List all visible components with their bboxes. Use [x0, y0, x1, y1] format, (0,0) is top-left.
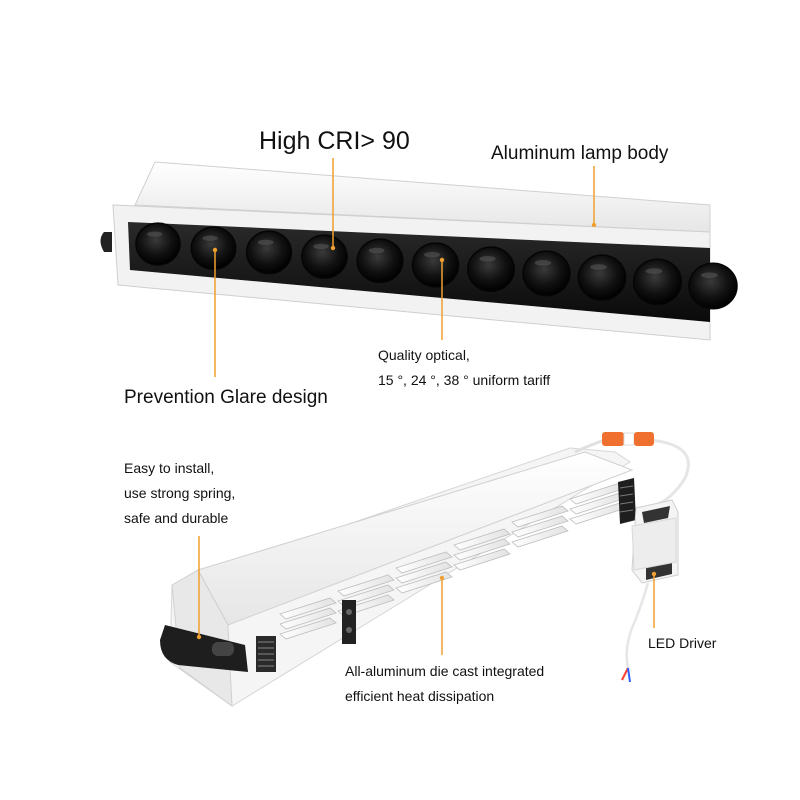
lens-highlight — [534, 260, 552, 266]
heat-sink-fin — [453, 548, 511, 571]
quality-optical-line-2: 15 °, 24 °, 38 ° uniform tariff — [378, 372, 551, 388]
lens-highlight — [147, 231, 163, 237]
top-lamp — [100, 161, 738, 341]
heat-sink-fin — [279, 617, 337, 640]
heat-dissipation-label: All-aluminum die cast integrated efficie… — [345, 659, 544, 709]
heat-sink-fin — [279, 607, 337, 630]
easy-install-line-1: Easy to install, — [124, 460, 215, 476]
leader-lines — [198, 158, 655, 655]
lens-highlight — [368, 247, 385, 254]
lens-hole — [411, 242, 460, 288]
lens-highlight — [645, 268, 663, 274]
heat-sink-fins — [279, 482, 627, 640]
lens-hole — [522, 250, 571, 297]
lens-hole — [577, 254, 627, 301]
heat-sink-fin — [337, 574, 395, 597]
heat-sink-fin — [453, 528, 511, 551]
connector — [602, 432, 654, 446]
left-clip — [100, 232, 112, 252]
lens-hole — [190, 226, 237, 271]
lens-highlight — [202, 235, 218, 241]
lens-highlight — [257, 239, 274, 246]
heat-sink-fin — [453, 538, 511, 561]
heat-sink-fin — [395, 561, 453, 584]
lens-highlight — [590, 264, 607, 270]
heat-sink-fin — [511, 515, 569, 538]
lens-hole — [245, 230, 293, 275]
middle-bracket — [342, 600, 356, 644]
lens-highlight — [701, 272, 718, 279]
lens-hole — [632, 258, 683, 306]
easy-install-line-2: use strong spring, — [124, 485, 236, 501]
aluminum-body-label: Aluminum lamp body — [491, 143, 669, 164]
heat-dissipation-line-2: efficient heat dissipation — [345, 688, 495, 704]
bottom-lamp — [160, 432, 690, 708]
led-driver-box — [621, 499, 679, 683]
lamp-top-plate — [197, 451, 634, 626]
lens-highlight — [313, 243, 330, 250]
spring-clip-left — [160, 625, 276, 672]
high-cri-label: High CRI> 90 — [259, 127, 410, 155]
spring-clip-right — [618, 478, 636, 524]
heat-sink-fin — [395, 571, 453, 594]
lens-highlight — [479, 255, 496, 262]
quality-optical-label: Quality optical, 15 °, 24 °, 38 ° unifor… — [378, 343, 550, 393]
lens-hole — [688, 262, 738, 310]
heat-sink-fin — [511, 525, 569, 548]
heat-sink-fin — [279, 597, 337, 620]
lens-highlight — [424, 251, 441, 258]
heat-sink-fin — [395, 551, 453, 574]
lens-holes — [135, 222, 738, 310]
lens-hole — [356, 238, 404, 284]
lens-hole — [467, 246, 515, 292]
led-driver-label: LED Driver — [648, 635, 717, 651]
prevention-glare-label: Prevention Glare design — [124, 387, 328, 408]
heat-sink-fin — [511, 505, 569, 528]
lens-hole — [301, 234, 348, 279]
lens-hole — [135, 222, 181, 266]
quality-optical-line-1: Quality optical, — [378, 347, 470, 363]
easy-install-label: Easy to install, use strong spring, safe… — [124, 456, 235, 531]
easy-install-line-3: safe and durable — [124, 510, 229, 526]
heat-dissipation-line-1: All-aluminum die cast integrated — [345, 663, 545, 679]
